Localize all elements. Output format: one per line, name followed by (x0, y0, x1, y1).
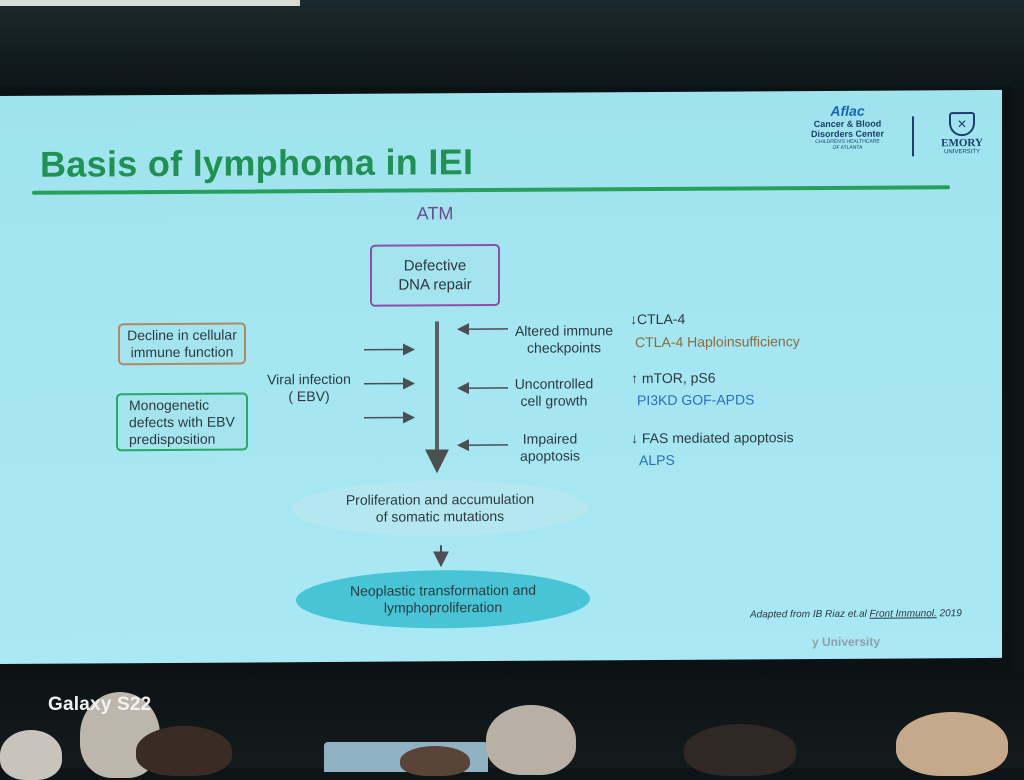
down-arrow-icon: ↓ (631, 430, 638, 446)
growth-line2: cell growth (521, 392, 588, 408)
audience-head (136, 726, 232, 776)
audience-head (486, 705, 576, 775)
outcome1-line1: Proliferation and accumulation (346, 491, 534, 508)
marker-fas: ↓ FAS mediated apoptosis (631, 429, 794, 447)
camera-watermark: Galaxy S22 (48, 694, 151, 716)
footer-university: y University (812, 635, 880, 649)
marker-fas-text: FAS mediated apoptosis (642, 429, 794, 446)
ceiling-light (0, 0, 300, 6)
audience-head (0, 730, 62, 780)
slide: Basis of lymphoma in IEI Aflac Cancer & … (0, 90, 1002, 664)
apoptosis-line2: apoptosis (520, 447, 580, 463)
audience-head (400, 746, 470, 776)
outcome2-line1: Neoplastic transformation and (350, 582, 536, 599)
room-ceiling (0, 0, 1024, 100)
citation: Adapted from IB Riaz et.al Front Immunol… (750, 608, 962, 620)
apoptosis-line1: Impaired (523, 430, 577, 446)
outcome2-line2: lymphoproliferation (384, 599, 502, 616)
down-arrow-icon: ↓ (630, 311, 637, 327)
marker-mtor-text: mTOR, pS6 (642, 370, 716, 386)
checkpoints-line1: Altered immune (515, 322, 613, 339)
citation-journal: Front Immunol. (870, 608, 937, 619)
audience-head (896, 712, 1008, 776)
growth-line1: Uncontrolled (515, 375, 594, 391)
checkpoints-line2: checkpoints (527, 339, 601, 355)
up-arrow-icon: ↑ (631, 370, 638, 386)
citation-prefix: Adapted from IB Riaz et.al (750, 609, 870, 621)
citation-year: 2019 (937, 608, 962, 619)
audience-head (684, 724, 796, 776)
outcome1-line2: of somatic mutations (376, 508, 504, 525)
marker-ctla4-text: CTLA-4 (637, 311, 685, 327)
marker-mtor: ↑ mTOR, pS6 (631, 370, 716, 388)
disease-apds: PI3KD GOF-APDS (637, 391, 754, 409)
marker-ctla4: ↓CTLA-4 (630, 311, 685, 328)
disease-ctla4: CTLA-4 Haploinsufficiency (635, 333, 800, 351)
disease-alps: ALPS (639, 452, 675, 469)
